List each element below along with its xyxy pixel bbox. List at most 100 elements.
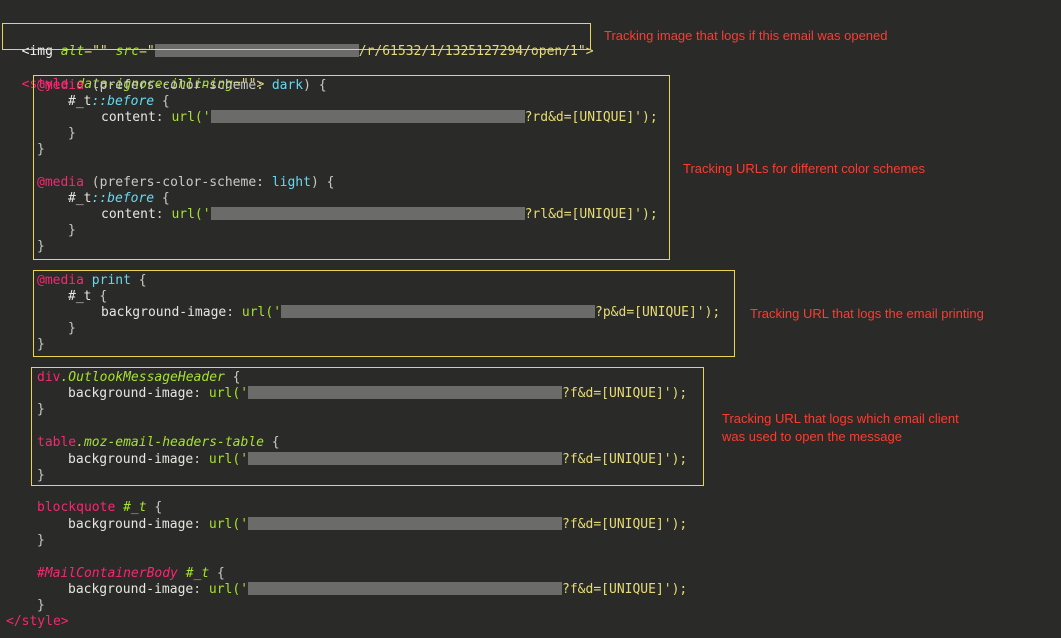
- url-function: url(': [208, 452, 249, 467]
- moz-selector-line: table.moz-email-headers-table {: [37, 435, 280, 451]
- url-tail: ?rd&d=[UNIQUE]');: [524, 110, 658, 125]
- highlight-box-client: [31, 367, 704, 486]
- class-selector: .OutlookMessageHeader: [60, 370, 225, 385]
- close-brace: }: [37, 533, 45, 548]
- media-light-line: @media (prefers-color-scheme: light) {: [37, 175, 334, 191]
- media-condition-close: ) {: [303, 78, 327, 93]
- highlight-box-print: [33, 270, 735, 357]
- pseudo-element: ::before: [91, 94, 155, 109]
- element-selector: div: [37, 370, 61, 385]
- close-brace: }: [37, 337, 45, 352]
- url-function: url(': [241, 305, 282, 320]
- alt-value: ="": [84, 44, 108, 59]
- element-selector: table: [37, 435, 77, 450]
- outlook-bg-line: background-image: url('?f&d=[UNIQUE]');: [68, 386, 687, 402]
- media-keyword: @media: [37, 273, 84, 288]
- redacted-url: [248, 386, 563, 399]
- blockquote-selector-line: blockquote #_t {: [37, 500, 162, 516]
- url-function: url(': [208, 386, 249, 401]
- media-print-line: @media print {: [37, 273, 147, 289]
- annotation-client-line1: Tracking URL that logs which email clien…: [722, 411, 959, 426]
- light-content-line: content: url('?rl&d=[UNIQUE]');: [101, 207, 658, 223]
- selector: #_t: [68, 94, 92, 109]
- highlight-box-color-schemes: [33, 75, 670, 260]
- redacted-url: [248, 517, 563, 530]
- highlight-box-img: [2, 23, 591, 50]
- brace: {: [130, 273, 147, 288]
- style-attr: data-ignore-inlining: [76, 77, 233, 92]
- selector: #_t: [68, 289, 92, 304]
- media-condition-value: dark: [271, 78, 304, 93]
- colon: :: [193, 452, 202, 467]
- class-selector: .moz-email-headers-table: [76, 435, 264, 450]
- element-selector: blockquote: [37, 500, 116, 515]
- mailcontainer-bg-line: background-image: url('?f&d=[UNIQUE]');: [68, 582, 687, 598]
- colon: :: [155, 110, 164, 125]
- annotation-color-schemes: Tracking URLs for different color scheme…: [683, 161, 926, 176]
- annotation-client-line2: was used to open the message: [722, 429, 902, 444]
- redacted-url: [248, 582, 563, 595]
- moz-bg-line: background-image: url(' ?f&d=[UNIQUE]');: [68, 452, 687, 468]
- url-function: url(': [171, 110, 211, 125]
- style-attr-value: ="">: [233, 77, 265, 92]
- open-brace: {: [99, 289, 108, 304]
- colon: :: [226, 305, 235, 320]
- annotation-tracking-image: Tracking image that logs if this email w…: [604, 28, 888, 43]
- url-tail: ?f&d=[UNIQUE]');: [562, 452, 688, 467]
- colon: :: [193, 386, 202, 401]
- brace: {: [154, 191, 170, 206]
- property: background-image: [68, 517, 194, 532]
- media-condition: (prefers-color-scheme:: [91, 78, 272, 93]
- id-selector: #_t: [185, 566, 210, 581]
- dark-selector-line: #_t::before {: [68, 94, 170, 110]
- brace: {: [263, 435, 280, 450]
- redacted-url: [210, 207, 525, 220]
- close-brace: }: [68, 126, 76, 141]
- close-brace: }: [68, 223, 76, 238]
- media-condition-close: ) {: [310, 175, 335, 190]
- id-selector: #_t: [123, 500, 147, 515]
- url-tail: ?rl&d=[UNIQUE]');: [524, 207, 658, 222]
- media-condition-value: light: [271, 175, 311, 190]
- src-attr: src: [115, 44, 140, 59]
- dark-content-line: content: url(' ?rd&d=[UNIQUE]');: [101, 110, 658, 126]
- property: content: [101, 207, 156, 222]
- url-function: url(': [208, 517, 249, 532]
- media-keyword: @media: [37, 175, 84, 190]
- media-dark-line: @media (prefers-color-scheme: dark) {: [37, 78, 327, 94]
- light-selector-line: #_t::before {: [68, 191, 170, 207]
- redacted-url: [248, 452, 563, 465]
- annotation-printing: Tracking URL that logs the email printin…: [750, 306, 984, 321]
- colon: :: [155, 207, 164, 222]
- brace: {: [224, 370, 241, 385]
- close-brace: }: [37, 402, 45, 417]
- url-function: url(': [208, 582, 249, 597]
- blockquote-bg-line: background-image: url(' ?f&d=[UNIQUE]');: [68, 517, 687, 533]
- property: background-image: [68, 582, 194, 597]
- id-selector: #MailContainerBody: [37, 566, 178, 581]
- property: background-image: [68, 452, 194, 467]
- mailcontainer-selector-line: #MailContainerBody #_t {: [37, 566, 225, 582]
- close-brace: }: [68, 321, 76, 336]
- property: background-image: [68, 386, 194, 401]
- property: content: [101, 110, 156, 125]
- close-brace: }: [37, 239, 45, 254]
- close-brace: }: [37, 142, 45, 157]
- brace: {: [146, 500, 163, 515]
- media-condition: (prefers-color-scheme:: [91, 175, 272, 190]
- close-brace: }: [37, 468, 45, 483]
- print-bg-line: background-image: url('?p&d=[UNIQUE]');: [101, 305, 720, 321]
- media-type: print: [91, 273, 131, 288]
- selector: #_t: [68, 191, 92, 206]
- colon: :: [193, 517, 202, 532]
- brace: {: [154, 94, 170, 109]
- close-brace: }: [37, 598, 45, 613]
- src-open: =": [139, 44, 155, 59]
- img-open: <img: [21, 44, 53, 59]
- print-selector-line: #_t {: [68, 289, 107, 305]
- brace: {: [209, 566, 225, 581]
- property: background-image: [101, 305, 227, 320]
- redacted-url: [154, 44, 359, 57]
- url-tail: ?f&d=[UNIQUE]');: [562, 517, 688, 532]
- style-close-tag: </style>: [6, 614, 69, 629]
